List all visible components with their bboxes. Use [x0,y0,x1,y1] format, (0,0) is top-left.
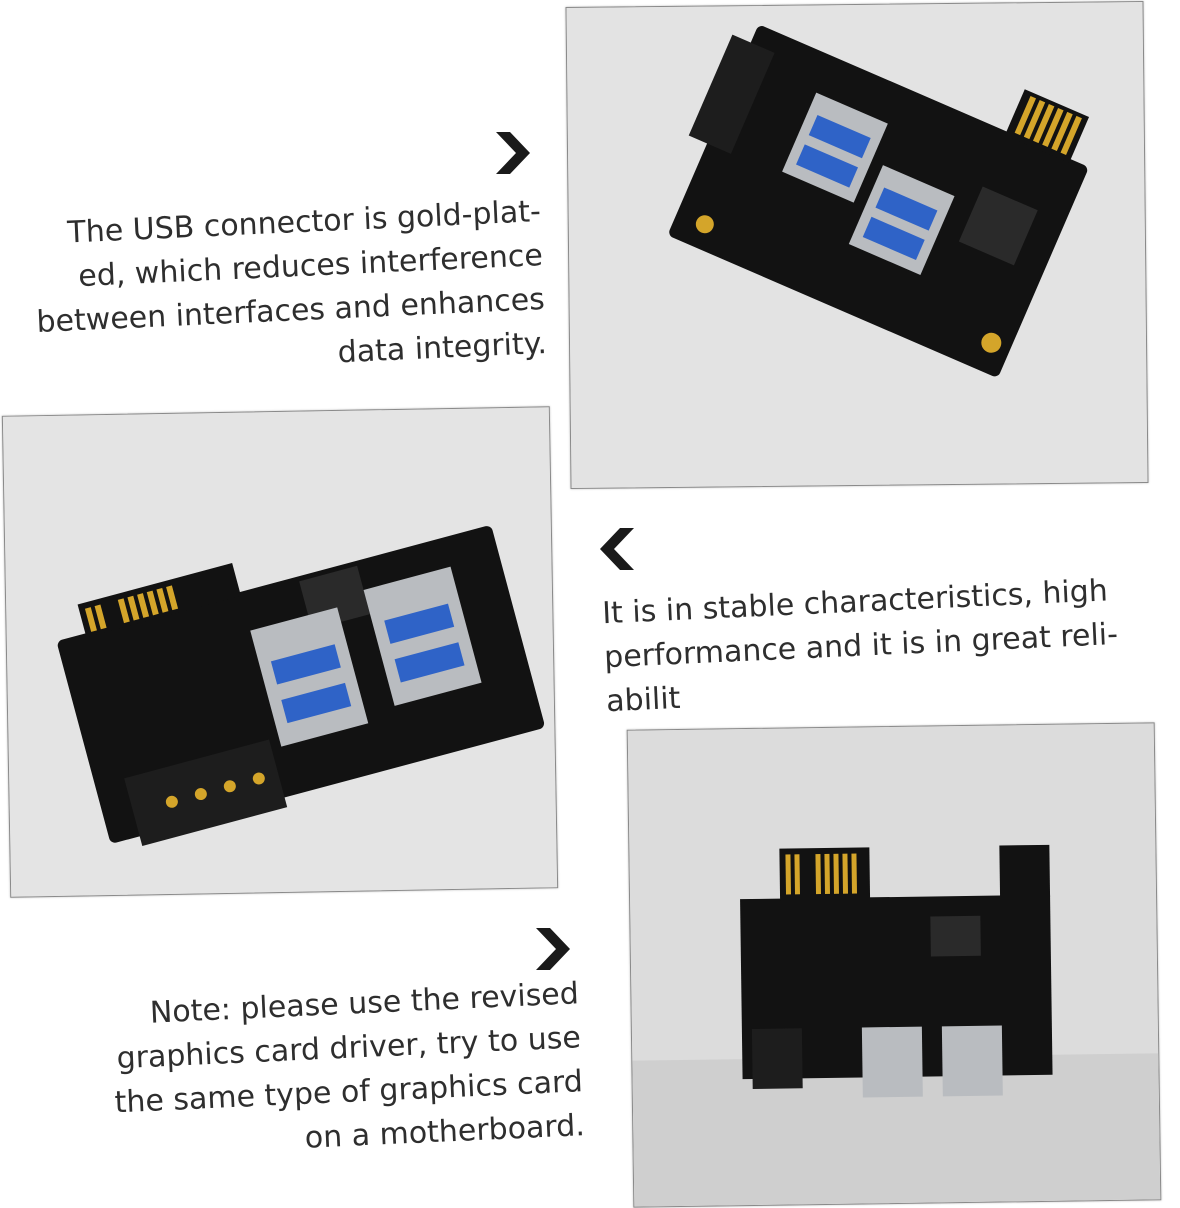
caption-stability: It is in stable characteristics, high pe… [601,568,1146,724]
caption-note: Note: please use the revised graphics ca… [56,972,586,1171]
chevron-right-icon [532,924,572,974]
riser-card-illustration [566,1,1148,489]
riser-card-illustration [627,723,1161,1207]
product-photo-bottom [626,722,1162,1208]
chevron-right-icon [492,128,532,178]
product-photo-middle [1,406,559,898]
riser-card-illustration [2,407,558,897]
caption-gold-plated: The USB connector is gold-plat- ed, whic… [10,190,548,390]
chevron-left-icon [598,524,638,574]
product-photo-top [565,0,1149,490]
